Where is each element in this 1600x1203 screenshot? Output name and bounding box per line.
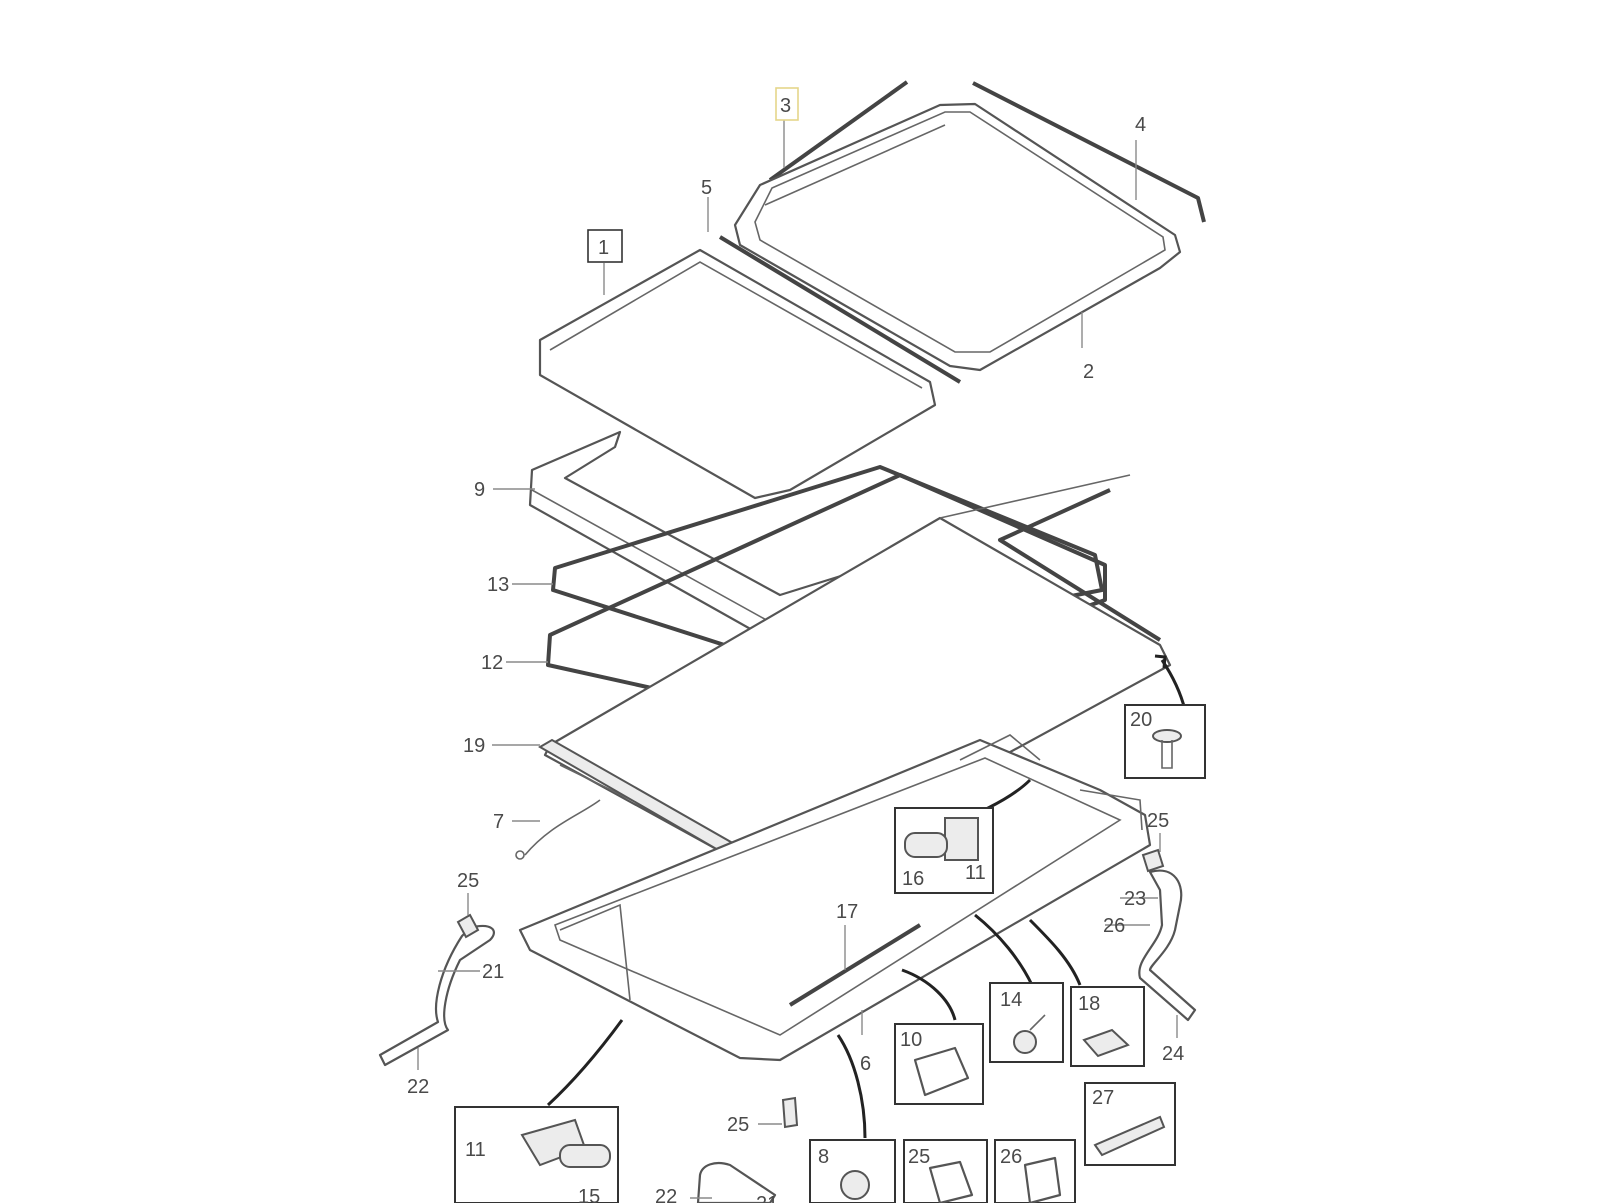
callout-5: 5	[701, 177, 712, 199]
inset-10-label: 10	[900, 1029, 922, 1051]
callout-19: 19	[463, 735, 485, 757]
inset-11-motor-top: 16 11	[894, 807, 994, 894]
callout-2: 2	[1083, 361, 1094, 383]
callout-17: 17	[836, 901, 858, 923]
inset-27-label: 27	[1092, 1087, 1114, 1109]
inset-8-label: 8	[818, 1146, 829, 1168]
callout-25-bottom: 25	[727, 1114, 749, 1136]
part-17-strip	[788, 923, 922, 1007]
inset-14-label: 14	[1000, 989, 1022, 1011]
callout-13: 13	[487, 574, 509, 596]
part-25-clip-left	[456, 913, 480, 939]
inset-26-clip: 26	[994, 1139, 1076, 1203]
inset-10-bracket: 10	[894, 1023, 984, 1105]
callout-12: 12	[481, 652, 503, 674]
inset-25-label: 25	[908, 1146, 930, 1168]
inset-18-pad: 18	[1070, 986, 1145, 1067]
part-5-front-seal	[718, 235, 962, 384]
inset-25-clip: 25	[903, 1139, 988, 1203]
callout-21-bottom: 21	[756, 1193, 778, 1203]
part-24-drain-hose-right	[1138, 869, 1197, 1022]
motor-icon	[944, 817, 979, 861]
callout-6: 6	[860, 1053, 871, 1075]
bolt-20-icon	[1152, 729, 1182, 743]
screw-14-icon	[1013, 1030, 1037, 1054]
arrow-8	[836, 1034, 867, 1139]
inset-26-label: 26	[1000, 1146, 1022, 1168]
callout-9: 9	[474, 479, 485, 501]
inset-20-bolt: 20	[1124, 704, 1206, 779]
arrow-10	[901, 968, 957, 1021]
bracket-10-icon	[913, 1046, 970, 1097]
callout-26: 26	[1103, 915, 1125, 937]
part-2-rear-glass-panel	[733, 102, 1182, 372]
callout-22-left: 22	[407, 1076, 429, 1098]
callout-23: 23	[1124, 888, 1146, 910]
callout-24: 24	[1162, 1043, 1184, 1065]
arrow-18	[1028, 918, 1082, 986]
part-7-cable	[524, 799, 601, 856]
inset-14-screw: 14	[989, 982, 1064, 1063]
callout-25-right: 25	[1147, 810, 1169, 832]
inset-11-motor-bottom: 11 15	[454, 1106, 619, 1203]
inset-15-label: 15	[578, 1186, 600, 1203]
callout-1-box	[587, 229, 623, 263]
inset-16-label: 16	[902, 868, 924, 890]
pad-18-icon	[1082, 1028, 1130, 1058]
tape-27-icon	[1093, 1115, 1166, 1157]
callout-7: 7	[493, 811, 504, 833]
callout-3-highlight	[775, 87, 799, 121]
arrow-11-bottom	[546, 1019, 624, 1107]
clip-25-icon	[928, 1160, 974, 1203]
inset-11-label-top: 11	[965, 862, 986, 884]
callout-3: 3	[780, 95, 791, 117]
arrow-14	[974, 913, 1034, 986]
part-22-drain-hose-bottom	[696, 1161, 777, 1203]
callout-22-bottom: 22	[655, 1186, 677, 1203]
inset-18-label: 18	[1078, 993, 1100, 1015]
part-3-seal-strip	[768, 80, 909, 182]
part-21-drain-hose-left	[378, 924, 495, 1067]
inset-11-label-bottom: 11	[465, 1139, 486, 1161]
callout-25-left: 25	[457, 870, 479, 892]
inset-8-bolt: 8	[809, 1139, 896, 1203]
callout-1: 1	[598, 237, 609, 259]
clip-26-icon	[1023, 1156, 1062, 1203]
part-4-trim-strip	[972, 81, 1206, 223]
part-25-clip-right	[1141, 848, 1165, 873]
bolt-8-icon	[840, 1170, 870, 1200]
callout-4: 4	[1135, 114, 1146, 136]
part-1-front-glass	[538, 248, 937, 500]
callout-21: 21	[482, 961, 504, 983]
part-25-clip-bottom	[781, 1096, 799, 1129]
inset-20-label: 20	[1130, 709, 1152, 731]
inset-27-tape: 27	[1084, 1082, 1176, 1166]
